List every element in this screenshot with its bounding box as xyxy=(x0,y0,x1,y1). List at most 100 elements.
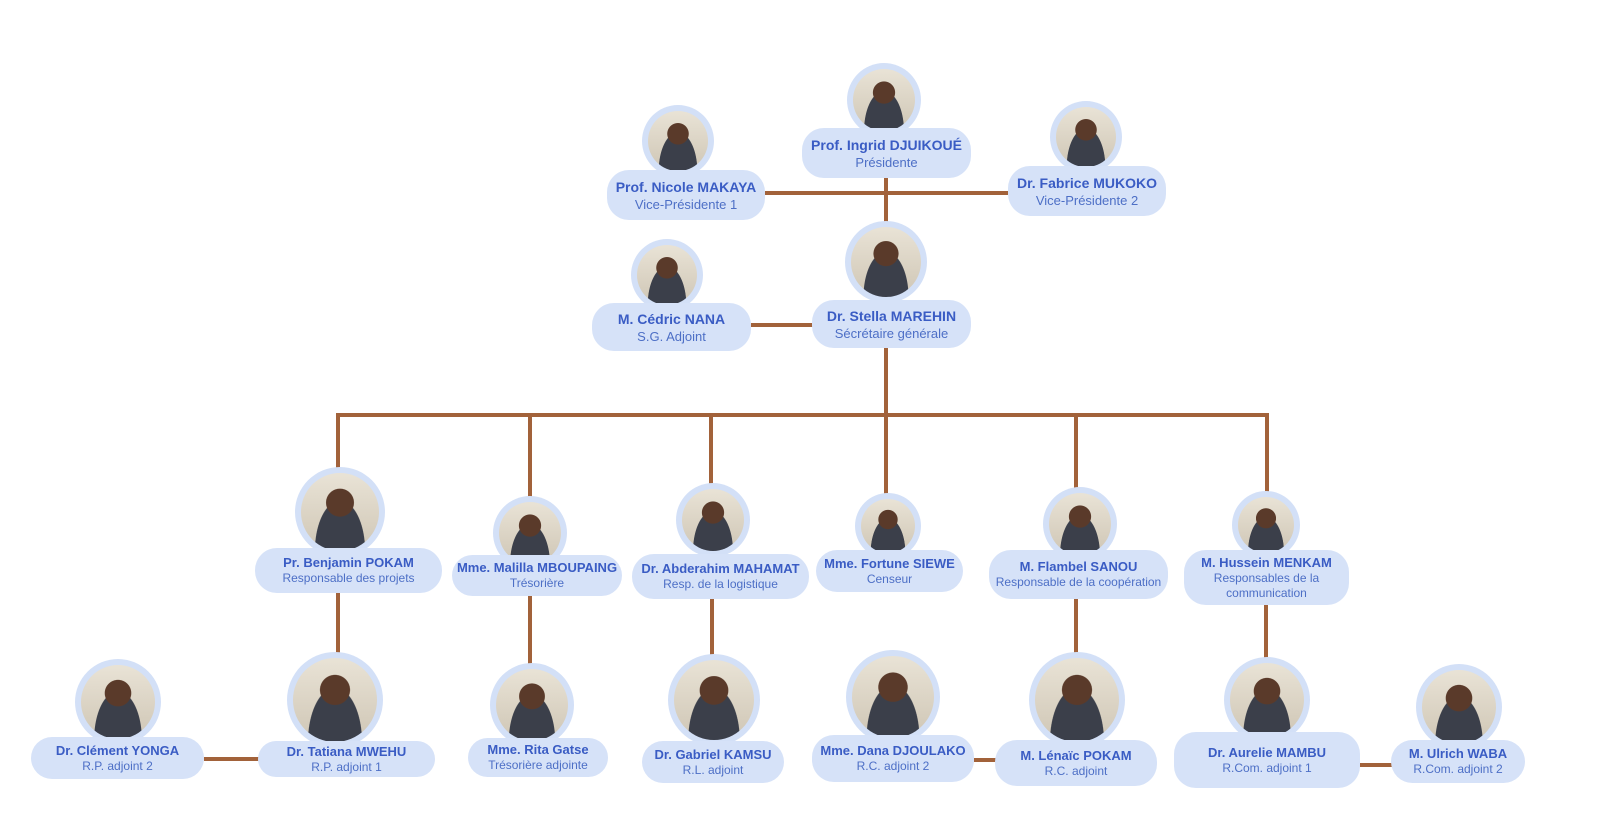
member-photo xyxy=(642,105,714,177)
member-photo xyxy=(676,483,750,557)
member-name: Dr. Tatiana MWEHU xyxy=(286,743,407,759)
member-name: M. Lénaïc POKAM xyxy=(1020,747,1132,763)
avatar-icon xyxy=(853,69,915,131)
member-name: Dr. Stella MAREHIN xyxy=(826,307,957,324)
member-role: Vice-Présidente 2 xyxy=(1035,192,1139,208)
member-name: Mme. Fortune SIEWE xyxy=(824,555,955,571)
member-role: R.Com. adjoint 1 xyxy=(1222,760,1312,775)
member-role: S.G. Adjoint xyxy=(637,328,706,344)
connector-line xyxy=(336,593,340,663)
member-name: Mme. Dana DJOULAKO xyxy=(820,743,966,758)
member-role: Responsable de la coopération xyxy=(995,575,1162,589)
member-name: Mme. Malilla MBOUPAING xyxy=(456,560,618,575)
connector-line xyxy=(751,323,813,327)
member-photo xyxy=(631,239,703,311)
avatar-icon xyxy=(648,111,708,171)
connector-line xyxy=(884,348,888,416)
connector-line xyxy=(1074,413,1078,493)
avatar-icon xyxy=(674,660,754,740)
member-name: Dr. Gabriel KAMSU xyxy=(654,746,772,762)
connector-line xyxy=(1265,413,1269,495)
connector-line xyxy=(204,757,260,761)
member-photo xyxy=(1416,664,1502,750)
avatar-icon xyxy=(1035,658,1119,742)
member-role: Responsable des projets xyxy=(282,571,415,585)
member-photo xyxy=(1043,487,1117,561)
member-name: Dr. Fabrice MUKOKO xyxy=(1016,174,1158,191)
connector-line xyxy=(974,758,996,762)
member-name: Pr. Benjamin POKAM xyxy=(283,555,414,570)
avatar-icon xyxy=(499,502,561,564)
avatar-icon xyxy=(637,245,697,305)
connector-line xyxy=(336,413,1269,417)
member-name: M. Hussein MENKAM xyxy=(1201,554,1332,570)
member-name: Prof. Ingrid DJUIKOUÉ xyxy=(811,136,962,153)
connector-line xyxy=(710,599,714,659)
member-photo xyxy=(1050,101,1122,173)
member-name: Dr. Aurelie MAMBU xyxy=(1208,744,1326,760)
connector-line xyxy=(336,413,340,471)
member-role: R.C. adjoint xyxy=(1044,763,1108,778)
connector-line xyxy=(709,413,713,487)
connector-line xyxy=(528,413,532,499)
connector-line xyxy=(1074,599,1078,659)
avatar-icon xyxy=(1238,497,1294,553)
connector-line xyxy=(1360,763,1392,767)
member-photo xyxy=(847,63,921,137)
member-name: M. Ulrich WABA xyxy=(1408,746,1508,761)
avatar-icon xyxy=(293,658,377,742)
member-photo xyxy=(490,663,574,747)
avatar-icon xyxy=(1049,493,1111,555)
member-role: R.P. adjoint 2 xyxy=(82,758,153,773)
member-photo xyxy=(855,493,921,559)
member-name: Mme. Rita Gatse xyxy=(487,742,589,757)
member-name: Dr. Clément YONGA xyxy=(55,742,180,758)
avatar-icon xyxy=(1230,663,1304,737)
member-role: Trésorière adjointe xyxy=(488,758,588,772)
member-role: Trésorière xyxy=(509,576,565,590)
connector-line xyxy=(1264,605,1268,665)
member-photo xyxy=(1029,652,1125,748)
member-role: R.L. adjoint xyxy=(682,762,744,777)
member-role: R.Com. adjoint 2 xyxy=(1413,762,1503,776)
avatar-icon xyxy=(851,227,921,297)
member-photo xyxy=(75,659,161,745)
connector-line xyxy=(528,596,532,668)
member-name: M. Cédric NANA xyxy=(617,310,726,327)
member-name: Dr. Abderahim MAHAMAT xyxy=(641,561,800,576)
member-role: R.C. adjoint 2 xyxy=(856,759,930,773)
member-role: Sécrétaire générale xyxy=(834,325,949,341)
connector-line xyxy=(884,413,888,495)
avatar-icon xyxy=(682,489,744,551)
avatar-icon xyxy=(1056,107,1116,167)
member-photo xyxy=(287,652,383,748)
connector-line xyxy=(884,178,888,226)
member-role: Censeur xyxy=(866,571,913,586)
member-role: Présidente xyxy=(855,154,918,170)
member-role: Responsables de la communication xyxy=(1213,570,1320,600)
avatar-icon xyxy=(852,656,934,738)
avatar-icon xyxy=(301,473,379,551)
member-photo xyxy=(845,221,927,303)
member-name: Prof. Nicole MAKAYA xyxy=(615,178,757,195)
avatar-icon xyxy=(496,669,568,741)
